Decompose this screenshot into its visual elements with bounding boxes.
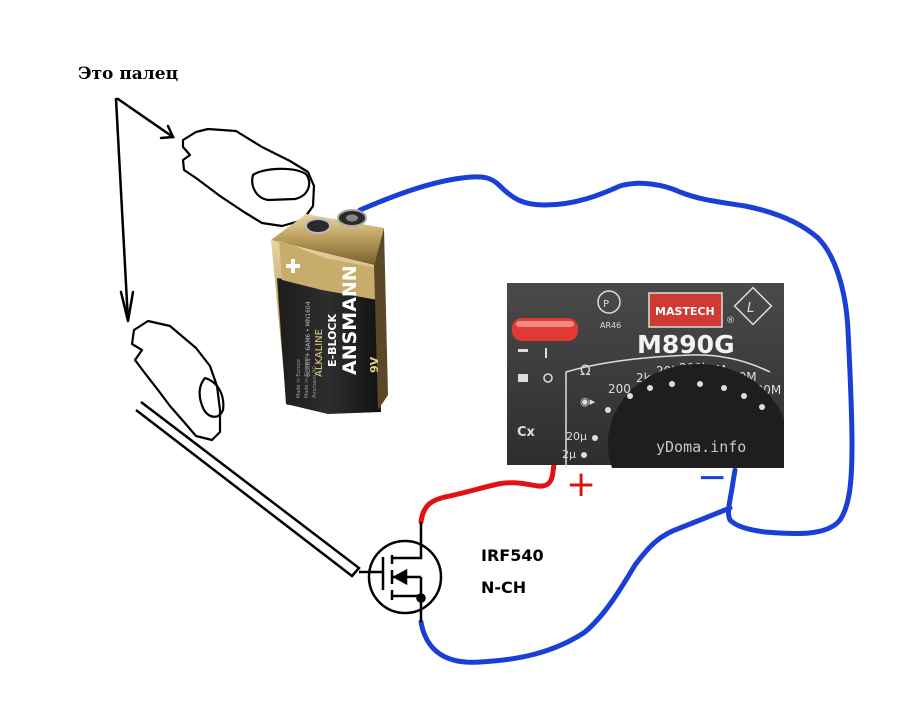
battery-type-text: E-BLOCK (326, 313, 339, 367)
battery-note-2: Made in Germany (304, 354, 310, 398)
battery-to-meter-common-wire (357, 174, 855, 537)
cert-label: AR46 (600, 321, 621, 330)
arrow-to-upper-finger (116, 97, 175, 139)
ohm-symbol: Ω (580, 363, 591, 379)
range-200: 200 (608, 382, 631, 396)
multimeter-m890g: P AR46 MASTECH ® L M890G Ω 200 2k 20k 20… (507, 283, 784, 468)
arrow-to-lower-finger (114, 97, 130, 323)
gate-lead (135, 401, 361, 578)
battery-9v: ANSMANN E-BLOCK ALKALINE 9V 6LR61 • 6AM6… (271, 209, 388, 414)
plus-terminal-label: + (566, 464, 597, 505)
meter-model-text: M890G (637, 330, 735, 359)
svg-text:P: P (603, 299, 609, 310)
lower-finger-drawing (130, 319, 225, 442)
mosfet-name-label: IRF540 (481, 546, 544, 565)
battery-codes-text: 6LR61 • 6AM6 • MN1604 (305, 301, 312, 377)
cap-label: Cx (517, 425, 536, 440)
watermark-text: yDoma.info (656, 438, 746, 456)
pointer-arrows (114, 97, 175, 323)
reg-mark: ® (726, 316, 735, 326)
mosfet-symbol (359, 522, 443, 622)
source-to-meter-wire (418, 505, 733, 665)
battery-voltage-text: 9V (368, 356, 381, 373)
blue-wires (357, 174, 855, 665)
upper-finger-drawing (181, 127, 316, 228)
meter-brand-text: MASTECH (655, 305, 715, 318)
battery-note-3: Ansmann AG (312, 366, 318, 398)
red-wire (418, 461, 557, 525)
svg-text:◉▸: ◉▸ (580, 395, 596, 408)
cap-range-20u: 20µ (566, 430, 587, 443)
mosfet-type-label: N-CH (481, 578, 527, 597)
battery-brand-text: ANSMANN (339, 265, 361, 375)
battery-note-1: Made in Europe (296, 359, 302, 398)
finger-caption: Это палец (78, 64, 179, 84)
cap-range-2u: 2µ (562, 448, 576, 461)
svg-text:L: L (747, 301, 754, 316)
battery-chem-text: ALKALINE (314, 329, 325, 377)
minus-terminal-label: − (697, 457, 728, 498)
